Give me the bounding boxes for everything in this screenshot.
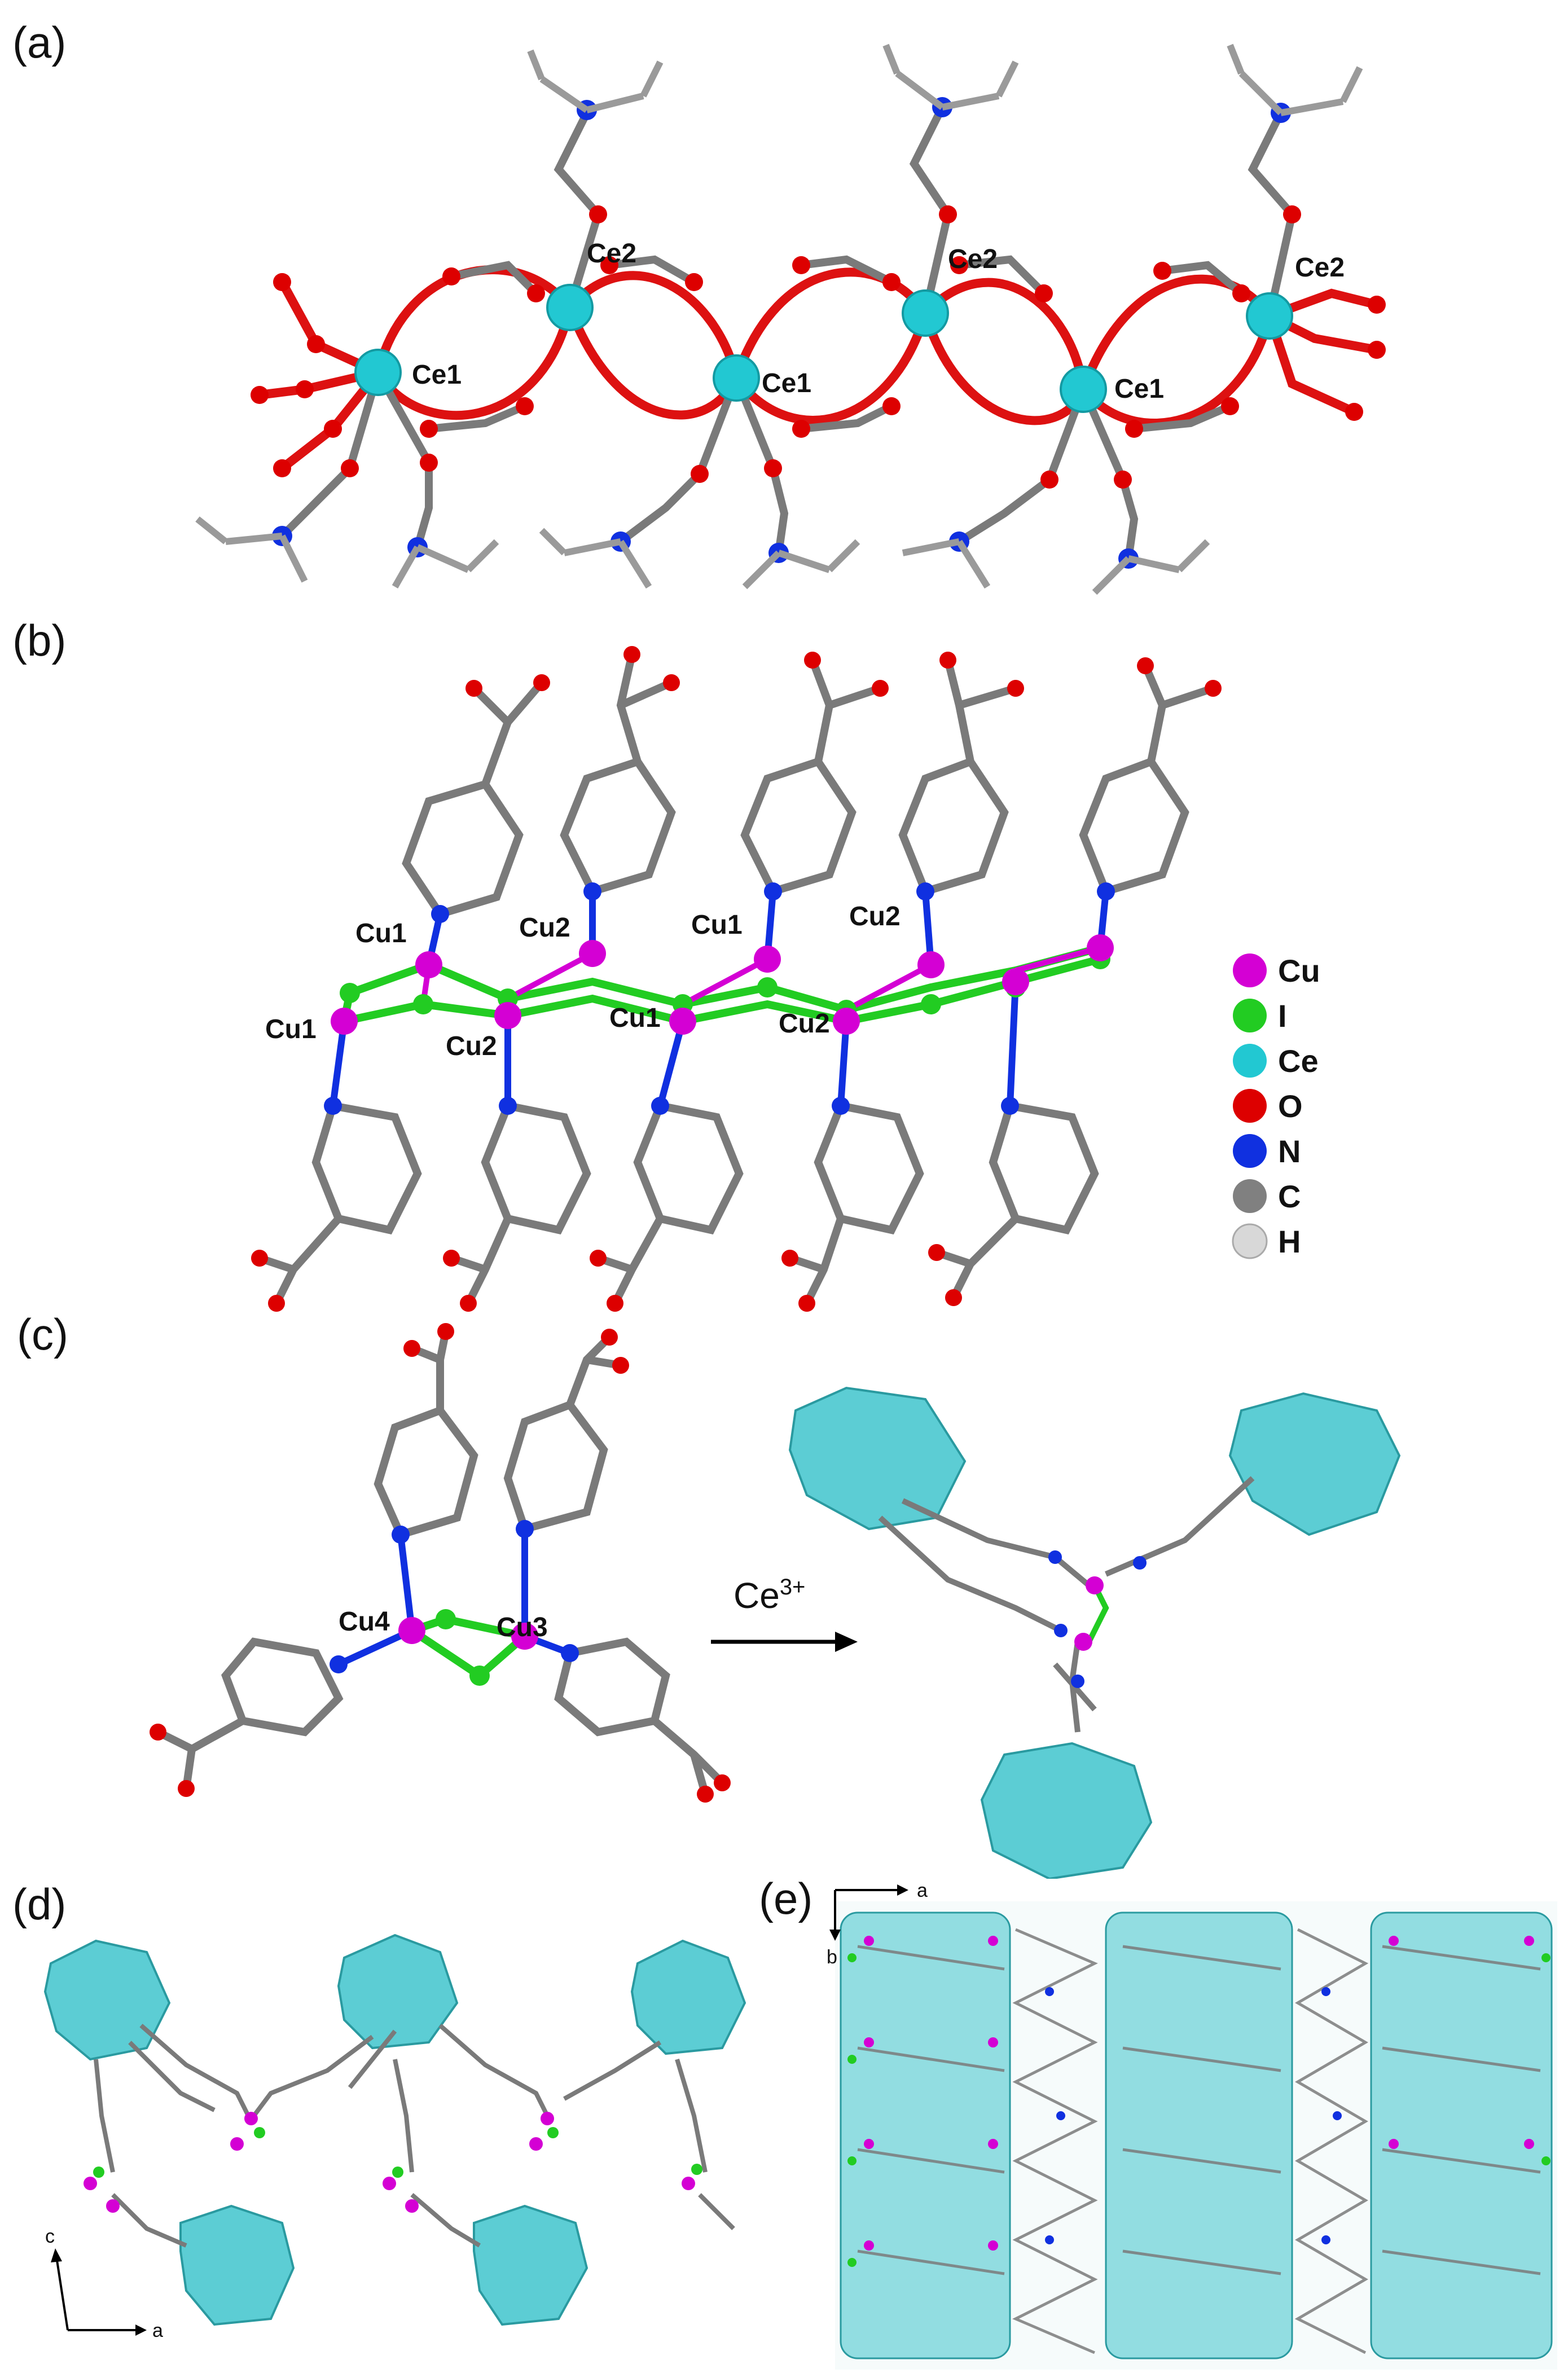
i-atoms-c — [436, 1609, 490, 1686]
atom-label: Ce2 — [948, 244, 998, 274]
ce-polyhedron — [788, 1386, 967, 1531]
legend-swatch-o — [1233, 1089, 1267, 1123]
axis-label-b: b — [827, 1946, 837, 1968]
arrow-right-icon — [135, 2324, 147, 2336]
legend-label-i: I — [1278, 998, 1287, 1034]
arrow-right-icon — [897, 1884, 908, 1896]
legend-label-c: C — [1278, 1179, 1301, 1214]
cu-atoms-b — [331, 934, 1114, 1035]
panel-c-structure: Cu4 Cu3 Ce3+ — [150, 1323, 1401, 1879]
legend-label-ce: Ce — [1278, 1043, 1319, 1079]
axes-e: a b — [827, 1880, 928, 1968]
atom-label: Cu1 — [609, 1003, 661, 1033]
ce-atoms — [354, 284, 1293, 413]
atom-label: Cu1 — [691, 910, 743, 940]
atom-label: Cu4 — [339, 1607, 390, 1637]
n-atom — [1071, 1675, 1084, 1688]
legend-swatch-i — [1233, 999, 1267, 1032]
atom-label: Cu2 — [779, 1009, 830, 1039]
ce-decorated-dimer — [788, 1386, 1401, 1879]
panel-a-structure: Ce2 Ce1 Ce2 Ce1 Ce1 Ce2 — [195, 43, 1386, 595]
panel-d-structure: a c — [43, 1933, 746, 2341]
panel-e-structure: a b — [827, 1880, 1557, 2370]
cu2i2-dimer: Cu4 Cu3 — [150, 1323, 731, 1803]
atom-label: Ce2 — [587, 239, 636, 269]
reaction-arrow: Ce3+ — [711, 1575, 858, 1652]
panel-e-label: (e) — [759, 1874, 813, 1923]
legend-label-n: N — [1278, 1133, 1301, 1169]
panel-b-structure: Cu1 Cu2 Cu1 Cu2 Cu1 Cu2 Cu1 Cu2 Cu I Ce … — [251, 646, 1320, 1312]
axes-d: a c — [45, 2226, 163, 2341]
cu-atom — [1074, 1633, 1092, 1651]
atom-label: Cu1 — [265, 1014, 317, 1044]
arrow-down-icon — [829, 1930, 841, 1941]
ce-columns — [840, 1911, 1553, 2359]
cu-atoms-c — [398, 1617, 538, 1650]
n-atom — [1048, 1550, 1062, 1564]
ce-polyhedron — [1228, 1392, 1401, 1536]
cu-atom — [1086, 1576, 1104, 1594]
legend-swatch-cu — [1233, 953, 1267, 987]
legend-swatch-c — [1233, 1179, 1267, 1213]
atom-label: Cu3 — [497, 1612, 548, 1642]
n-atoms-c — [330, 1520, 579, 1673]
o-atoms-c — [150, 1323, 731, 1803]
legend-swatch-h — [1232, 1223, 1268, 1259]
axis-label-a: a — [917, 1880, 928, 1901]
linkers-d — [94, 2023, 735, 2248]
cui-atoms-d — [84, 2112, 702, 2213]
panel-b-label: (b) — [12, 616, 67, 665]
atom-label: Ce1 — [412, 360, 462, 390]
legend-swatch-n — [1233, 1134, 1267, 1168]
c-axis — [55, 2256, 69, 2331]
packing-linkers — [857, 1928, 1541, 2354]
panel-c-label: (c) — [17, 1309, 68, 1359]
element-legend: Cu I Ce O N C H — [1232, 953, 1320, 1259]
arrow-up-icon — [51, 2248, 62, 2262]
arrow-label: Ce3+ — [734, 1575, 805, 1616]
axis-label-c: c — [45, 2226, 55, 2247]
atom-label: Ce1 — [1114, 374, 1164, 404]
atom-label: Ce2 — [1295, 253, 1345, 283]
legend-swatch-ce — [1233, 1044, 1267, 1078]
cui-ladder: Cu1 Cu2 Cu1 Cu2 Cu1 Cu2 Cu1 Cu2 — [251, 646, 1222, 1312]
n-atoms-b — [324, 882, 1115, 1115]
legend-label-h: H — [1278, 1224, 1301, 1259]
legend-label-cu: Cu — [1278, 953, 1320, 988]
arrow-head-icon — [835, 1632, 858, 1652]
ce-chain: Ce2 Ce1 Ce2 Ce1 Ce1 Ce2 — [195, 43, 1386, 595]
n-atom — [1054, 1624, 1068, 1637]
panel-a-label: (a) — [12, 17, 67, 67]
o-atoms-a — [251, 205, 1386, 489]
legend-label-o: O — [1278, 1088, 1303, 1124]
axis-label-a: a — [152, 2320, 163, 2341]
atom-label: Cu2 — [446, 1031, 497, 1061]
ce-polyhedron — [980, 1742, 1153, 1879]
atom-label: Cu2 — [519, 913, 570, 943]
ce-polyhedra-d — [43, 1933, 746, 2326]
atom-label: Cu2 — [849, 902, 901, 931]
packing-atoms — [847, 1936, 1551, 2267]
panel-d-label: (d) — [12, 1879, 67, 1929]
atom-label: Cu1 — [355, 919, 407, 948]
atom-label: Ce1 — [762, 368, 811, 398]
n-atom — [1133, 1556, 1147, 1570]
o-atoms-b — [251, 646, 1222, 1312]
